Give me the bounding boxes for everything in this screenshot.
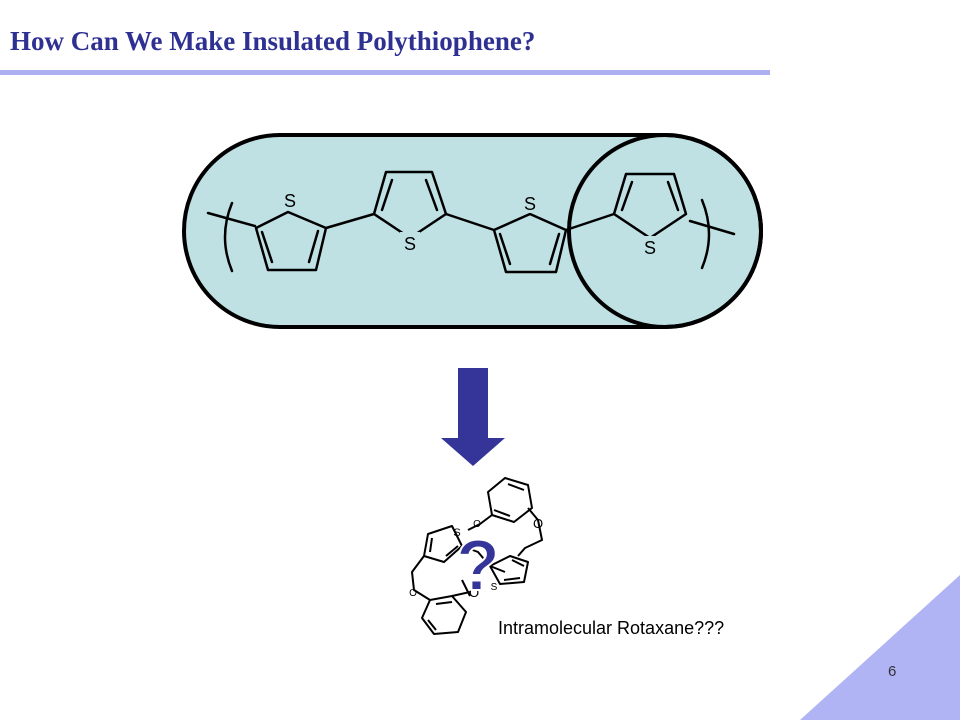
sulfur-label-5: S (453, 527, 460, 539)
ring-circle (567, 133, 763, 329)
sulfur-label-3: S (524, 194, 536, 214)
sulfur-labels: S S S S (280, 190, 660, 258)
rotaxane-structure (411, 477, 543, 635)
sulfur-label-1: S (284, 191, 296, 211)
oxygen-label-3: O (469, 585, 479, 600)
title-underline (0, 70, 770, 75)
page-number: 6 (888, 663, 897, 680)
down-arrow-icon (441, 368, 505, 466)
oxygen-label-1: O (533, 516, 543, 531)
sulfur-label-2: S (404, 234, 416, 254)
oxygen-label-2: O (473, 519, 481, 530)
rotaxane-caption: Intramolecular Rotaxane??? (498, 618, 725, 638)
oxygen-label-4: O (409, 588, 417, 599)
rotaxane-atom-labels: O O O O S S (409, 516, 543, 600)
insulating-capsule (182, 133, 763, 329)
sulfur-label-6: S (491, 582, 498, 593)
question-mark: ? (456, 526, 500, 606)
corner-triangle (800, 575, 960, 720)
slide-title: How Can We Make Insulated Polythiophene? (10, 26, 536, 56)
sulfur-label-4: S (644, 238, 656, 258)
